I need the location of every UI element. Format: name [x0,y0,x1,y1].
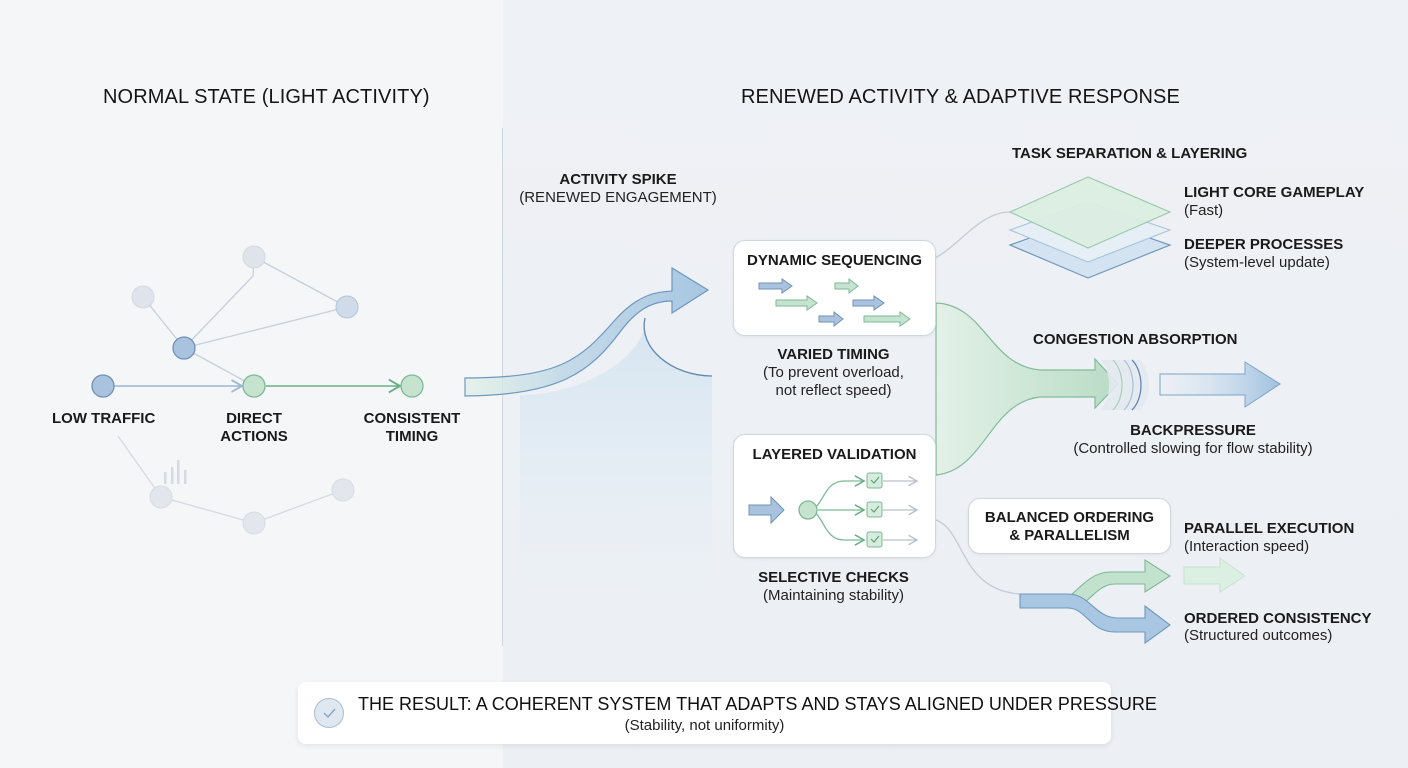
edge [183,347,255,387]
edge [183,306,348,349]
parallel-execution-title: PARALLEL EXECUTION [1184,520,1355,537]
label-line: DIRECT [226,410,282,427]
selective-checks-sub: (Maintaining stability) [763,587,904,604]
check-box-icon [866,501,883,518]
edge [253,489,344,524]
layered-validation-card[interactable]: LAYERED VALIDATION [733,434,936,558]
node-inactive [131,285,155,309]
check-circle-icon [314,698,344,728]
left-panel-title: NORMAL STATE (LIGHT ACTIVITY) [103,86,430,108]
result-title: THE RESULT: A COHERENT SYSTEM THAT ADAPT… [358,694,1157,714]
layer-core-title: LIGHT CORE GAMEPLAY [1184,184,1365,201]
layer-deeper-title: DEEPER PROCESSES [1184,236,1344,253]
layered-validation-title: LAYERED VALIDATION [752,446,917,463]
activity-spike-subtitle: (RENEWED ENGAGEMENT) [519,189,717,206]
node-active [172,336,196,360]
ordered-consistency-sub: (Structured outcomes) [1184,627,1333,644]
layer-core-sub: (Fast) [1184,202,1224,219]
backpressure-sub: (Controlled slowing for flow stability) [1073,440,1313,457]
activity-spike-arrow [464,266,713,660]
label-line: CONSISTENT [363,410,461,427]
result-banner: THE RESULT: A COHERENT SYSTEM THAT ADAPT… [298,682,1157,744]
varied-timing-sub-2: not reflect speed) [775,382,892,399]
wave-curve [643,317,713,377]
edge [253,256,348,308]
check-box-icon [866,531,883,548]
layers-stack-icon [1008,176,1172,279]
connector-curve [934,211,1011,259]
backpressure-title: BACKPRESSURE [1130,422,1256,439]
node-inactive [331,478,355,502]
label-consistent-timing: CONSISTENT TIMING [360,410,464,446]
node-direct-actions [242,374,266,398]
congestion-title: CONGESTION ABSORPTION [1033,331,1238,348]
balanced-ordering-card[interactable]: BALANCED ORDERING & PARALLELISM [968,498,1171,554]
connector-curve [935,519,1021,595]
result-subtitle: (Stability, not uniformity) [624,717,785,734]
split-arrows [1019,557,1246,645]
task-separation-title: TASK SEPARATION & LAYERING [1012,145,1248,162]
varied-timing-sub-1: (To prevent overload, [763,364,904,381]
activity-spike-title: ACTIVITY SPIKE [559,171,677,188]
title-line: & PARALLELISM [1009,527,1130,544]
network-graph [91,245,424,535]
label-low-traffic: LOW TRAFFIC [52,410,156,427]
dynamic-sequencing-title: DYNAMIC SEQUENCING [746,252,922,269]
node-inactive [242,245,266,269]
right-panel-title: RENEWED ACTIVITY & ADAPTIVE RESPONSE [741,86,1180,108]
edge [183,256,255,349]
node-inactive [149,485,173,509]
edge [117,435,162,498]
validation-branch-icon [748,472,919,548]
check-box-icon [866,472,883,489]
node-consistent-timing [400,374,424,398]
edge [160,496,255,524]
parallel-execution-sub: (Interaction speed) [1184,538,1310,555]
node-low-traffic [91,374,115,398]
node-inactive [335,295,359,319]
varied-timing-title: VARIED TIMING [777,346,890,363]
ordered-consistency-title: ORDERED CONSISTENCY [1184,610,1372,627]
selective-checks-title: SELECTIVE CHECKS [758,569,909,586]
layer-deeper-sub: (System-level update) [1184,254,1330,271]
title-line: BALANCED ORDERING [984,509,1155,526]
label-direct-actions: DIRECT ACTIONS [204,410,304,446]
label-line: ACTIONS [220,428,288,445]
validation-node [798,500,818,520]
dynamic-sequencing-card[interactable]: DYNAMIC SEQUENCING [733,240,936,336]
balanced-ordering-title: BALANCED ORDERING & PARALLELISM [969,509,1170,545]
node-inactive [242,511,266,535]
sequencing-arrows-icon [758,277,911,328]
bar-chart-icon [164,460,187,484]
congestion-funnel-arrow [935,302,1119,476]
backpressure-output-arrow [1159,361,1281,408]
label-line: TIMING [385,428,439,445]
backpressure-icon [1100,359,1149,411]
